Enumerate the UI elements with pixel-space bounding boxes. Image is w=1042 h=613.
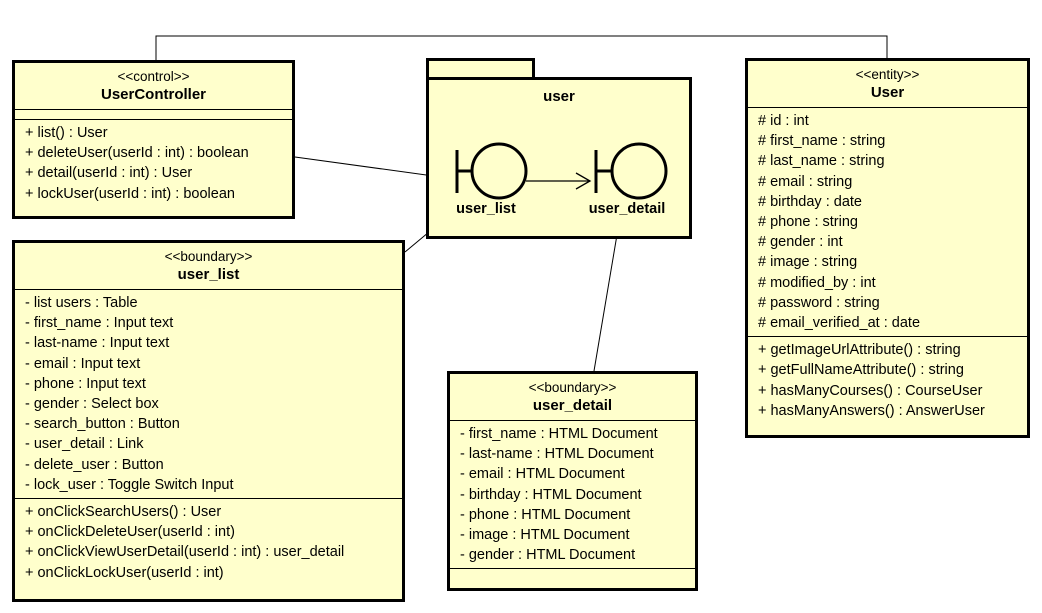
operation-row: + list() : User: [25, 125, 108, 141]
attribute-row: - gender : HTML Document: [460, 547, 636, 564]
attribute-row: # email : string: [758, 173, 853, 190]
operations-section: [450, 568, 695, 578]
attribute-row: - last-name : Input text: [25, 335, 170, 352]
class-header: <<boundary>> user_detail: [450, 374, 695, 420]
operation-row: + lockUser(userId : int) : boolean: [25, 185, 235, 202]
attribute-row: - email : Input text: [25, 355, 141, 372]
operation-row: + getFullNameAttribute() : string: [758, 362, 964, 379]
attribute-row: # first_name : string: [758, 133, 886, 150]
dependency-arrow: [526, 172, 592, 190]
package-tab: [426, 58, 535, 80]
operation-row: + onClickLockUser(userId : int): [25, 564, 224, 581]
attribute-row: - user_detail : Link: [25, 436, 144, 453]
operation-row: + hasManyCourses() : CourseUser: [758, 382, 983, 399]
stereotype-label: <<boundary>>: [528, 380, 617, 395]
attribute-row: - first_name : HTML Document: [460, 426, 658, 442]
class-header: <<control>> UserController: [15, 63, 292, 109]
boundary-icon: [455, 142, 528, 200]
class-header: <<boundary>> user_list: [15, 243, 402, 289]
class-header: <<entity>> User: [748, 61, 1027, 107]
operation-row: + onClickSearchUsers() : User: [25, 504, 222, 521]
attribute-row: - phone : Input text: [25, 375, 146, 392]
operation-row: + getImageUrlAttribute() : string: [758, 342, 961, 359]
attributes-section: - first_name : HTML Document - last-name…: [450, 420, 695, 568]
attribute-row: - phone : HTML Document: [460, 506, 631, 523]
boundary-label-user-detail: user_detail: [588, 201, 666, 217]
attribute-row: - first_name : Input text: [25, 315, 174, 332]
attribute-row: - list users : Table: [25, 295, 138, 311]
attribute-row: - delete_user : Button: [25, 456, 164, 473]
class-name: UserController: [100, 86, 207, 103]
operation-row: + onClickViewUserDetail(userId : int) : …: [25, 544, 345, 561]
attribute-row: # phone : string: [758, 214, 858, 231]
attribute-row: - email : HTML Document: [460, 466, 625, 483]
class-name: user_list: [177, 266, 240, 283]
operations-section: + list() : User + deleteUser(userId : in…: [15, 119, 292, 207]
attribute-row: - last-name : HTML Document: [460, 446, 654, 463]
operations-section: + onClickSearchUsers() : User + onClickD…: [15, 498, 402, 586]
attribute-row: - gender : Select box: [25, 396, 159, 413]
attribute-row: - lock_user : Toggle Switch Input: [25, 476, 234, 493]
attribute-row: # image : string: [758, 254, 858, 271]
boundary-icon: [594, 142, 668, 200]
attribute-row: - image : HTML Document: [460, 527, 630, 544]
user-entity-class[interactable]: <<entity>> User # id : int # first_name …: [745, 58, 1030, 438]
operation-row: + detail(userId : int) : User: [25, 165, 193, 182]
attribute-row: # modified_by : int: [758, 274, 876, 291]
class-name: user_detail: [532, 397, 613, 414]
userdetail-boundary-link: [593, 216, 621, 372]
attribute-row: # last_name : string: [758, 153, 885, 170]
controller-entity-association: [155, 35, 888, 61]
class-name: User: [870, 84, 905, 101]
controller-userlist-association: [294, 156, 449, 179]
attribute-row: - birthday : HTML Document: [460, 486, 642, 503]
operation-row: + hasManyAnswers() : AnswerUser: [758, 402, 985, 419]
attributes-section: [15, 109, 292, 119]
attribute-row: - search_button : Button: [25, 416, 180, 433]
attributes-section: - list users : Table - first_name : Inpu…: [15, 289, 402, 498]
stereotype-label: <<control>>: [117, 69, 190, 84]
attribute-row: # email_verified_at : date: [758, 315, 921, 332]
attribute-row: # gender : int: [758, 234, 843, 251]
operation-row: + onClickDeleteUser(userId : int): [25, 524, 235, 541]
attribute-row: # birthday : date: [758, 193, 862, 210]
attribute-row: # id : int: [758, 113, 809, 129]
user-controller-class[interactable]: <<control>> UserController + list() : Us…: [12, 60, 295, 219]
boundary-label-user-list: user_list: [456, 201, 516, 217]
attribute-row: # password : string: [758, 294, 880, 311]
user-detail-class[interactable]: <<boundary>> user_detail - first_name : …: [447, 371, 698, 591]
attributes-section: # id : int # first_name : string # last_…: [748, 107, 1027, 336]
stereotype-label: <<entity>>: [855, 67, 920, 82]
package-name: user: [543, 88, 575, 105]
operations-section: + getImageUrlAttribute() : string + getF…: [748, 336, 1027, 424]
operation-row: + deleteUser(userId : int) : boolean: [25, 145, 249, 162]
user-list-class[interactable]: <<boundary>> user_list - list users : Ta…: [12, 240, 405, 602]
stereotype-label: <<boundary>>: [164, 249, 253, 264]
